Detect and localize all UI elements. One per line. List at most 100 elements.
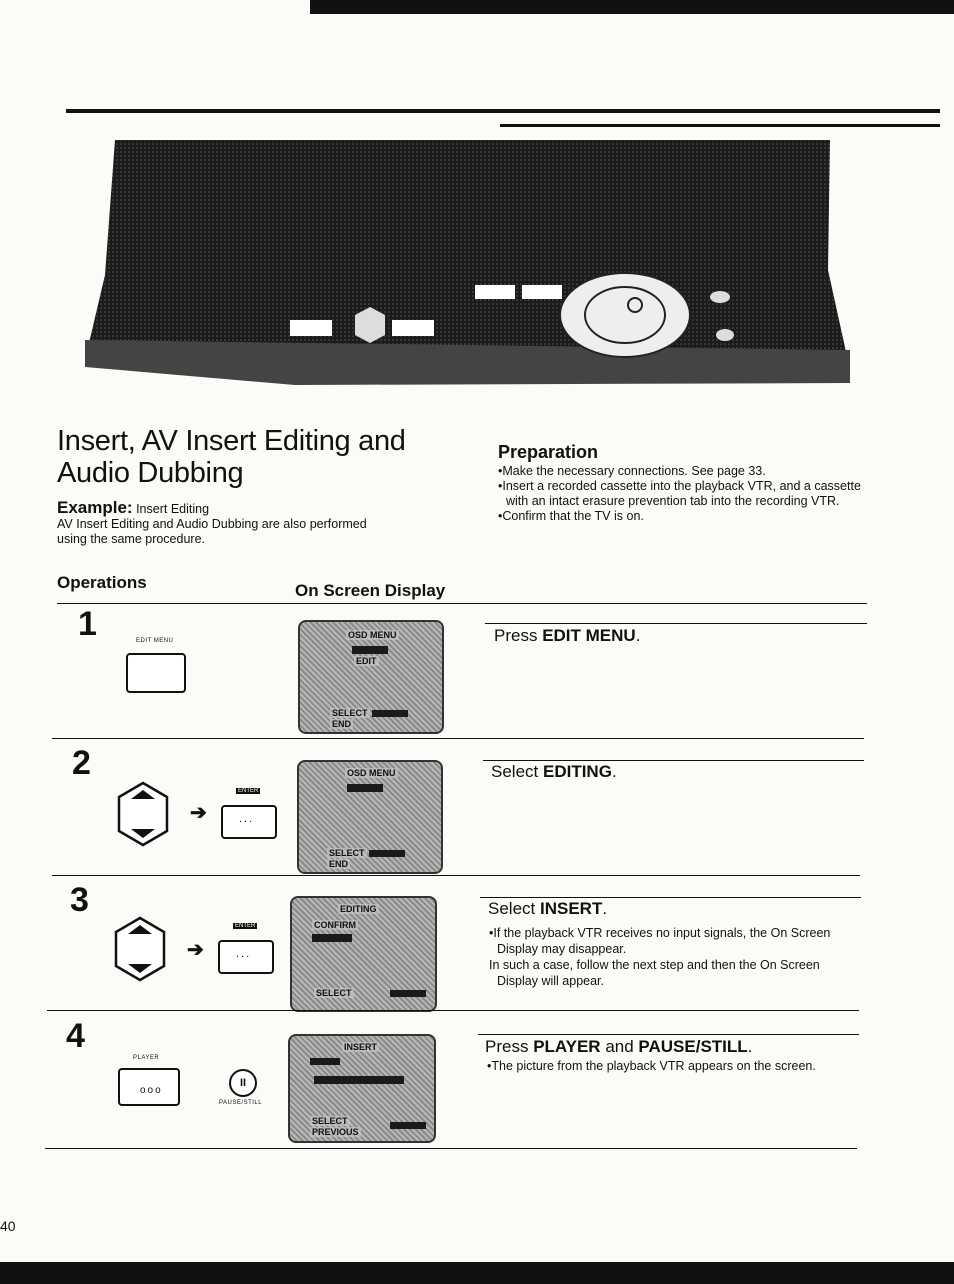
enter-button[interactable]: ... [221, 805, 277, 839]
osd-line: OSD MENU [345, 768, 398, 778]
step-1-number: 1 [78, 605, 97, 643]
instruction-key: INSERT [539, 899, 603, 918]
osd-line: END [330, 719, 354, 729]
columns-rule [57, 603, 867, 604]
pause-icon: II [239, 1077, 247, 1089]
instruction-text: Press [494, 626, 543, 645]
example-block: Example: Insert Editing AV Insert Editin… [57, 498, 457, 547]
note-item: •If the playback VTR receives no input s… [489, 926, 831, 956]
step-3-number: 3 [70, 881, 89, 919]
osd-highlight [312, 934, 352, 942]
osd-screen-step-2: OSD MENU SELECT END [297, 760, 443, 874]
step-divider [47, 1010, 859, 1011]
osd-line: SELECT [314, 988, 354, 998]
example-label: Example: [57, 498, 133, 517]
player-button-label: PLAYER [133, 1055, 160, 1061]
step-4-number: 4 [66, 1017, 85, 1055]
osd-highlight [310, 1058, 340, 1065]
enter-label: ENTER [236, 788, 261, 794]
osd-line: CONFIRM [312, 920, 358, 930]
step-4-notes: •The picture from the playback VTR appea… [487, 1058, 817, 1074]
step-2-number: 2 [72, 744, 91, 782]
player-dots: ooo [140, 1085, 163, 1096]
instruction-text: Select [491, 762, 543, 781]
enter-dots: ... [239, 813, 255, 825]
step-2-rule [483, 760, 864, 761]
osd-indicator [390, 990, 426, 997]
title-line-2: Audio Dubbing [57, 457, 244, 489]
instruction-key: EDIT MENU [542, 626, 636, 645]
pause-still-label: PAUSE/STILL [219, 1100, 263, 1106]
enter-button[interactable]: ... [218, 940, 274, 974]
step-4-rule [478, 1034, 859, 1035]
osd-line: OSD MENU [346, 630, 399, 640]
instruction-text: Press [485, 1037, 534, 1056]
step-2-instruction: Select EDITING. [491, 762, 617, 782]
osd-heading: On Screen Display [295, 581, 446, 600]
edit-menu-button[interactable] [126, 653, 186, 693]
example-value: Insert Editing [136, 502, 210, 516]
top-border [310, 0, 954, 14]
instruction-key: EDITING [542, 762, 612, 781]
pause-still-button[interactable]: II [229, 1069, 257, 1097]
arrow-right-icon: ➔ [187, 939, 204, 961]
step-3-rule [480, 897, 861, 898]
osd-highlight [352, 646, 388, 654]
instruction-text: . [747, 1037, 753, 1056]
instruction-key: PAUSE/STILL [638, 1037, 748, 1056]
osd-line: SELECT [310, 1116, 350, 1126]
bottom-border [0, 1262, 954, 1284]
preparation-item: •Make the necessary connections. See pag… [498, 464, 766, 478]
osd-line: EDIT [354, 656, 379, 666]
instruction-text: and [600, 1037, 639, 1056]
osd-screen-step-3: EDITING CONFIRM SELECT [290, 896, 437, 1012]
arrow-pad-icon[interactable] [114, 916, 166, 982]
osd-screen-step-1: OSD MENU EDIT SELECT END [298, 620, 444, 734]
page-number: 40 [0, 1218, 16, 1234]
page-title: Insert, AV Insert Editing and Audio Dubb… [57, 425, 437, 489]
step-3-notes: •If the playback VTR receives no input s… [489, 925, 839, 989]
player-button[interactable]: ooo [118, 1068, 180, 1106]
enter-label: ENTER [233, 923, 258, 929]
osd-line: EDITING [338, 904, 379, 914]
preparation-block: Preparation •Make the necessary connecti… [498, 442, 878, 524]
preparation-heading: Preparation [498, 442, 599, 462]
operations-heading: Operations [57, 573, 147, 592]
osd-highlight [314, 1076, 404, 1084]
header-rule-thin [500, 124, 940, 127]
osd-line: SELECT [327, 848, 367, 858]
arrow-right-icon: ➔ [190, 802, 207, 824]
osd-line: END [327, 859, 351, 869]
osd-line: PREVIOUS [310, 1127, 361, 1137]
edit-menu-button-label: EDIT MENU [136, 638, 174, 644]
vcr-front-panel-illustration [85, 140, 850, 385]
osd-indicator [369, 850, 405, 857]
step-3-instruction: Select INSERT. [488, 899, 607, 919]
example-line-3: using the same procedure. [57, 532, 206, 546]
step-1-instruction: Press EDIT MENU. [494, 626, 640, 646]
osd-line: SELECT [330, 708, 370, 718]
instruction-text: . [635, 626, 641, 645]
enter-dots: ... [236, 948, 252, 960]
osd-screen-step-4: INSERT SELECT PREVIOUS [288, 1034, 436, 1143]
note-item: •The picture from the playback VTR appea… [487, 1059, 816, 1073]
step-divider [52, 875, 860, 876]
title-line-1: Insert, AV Insert Editing and [57, 425, 406, 457]
step-4-instruction: Press PLAYER and PAUSE/STILL. [485, 1037, 752, 1057]
osd-indicator [390, 1122, 426, 1129]
instruction-text: Select [488, 899, 540, 918]
step-1-rule [485, 623, 867, 624]
osd-indicator [372, 710, 408, 717]
preparation-item: •Insert a recorded cassette into the pla… [498, 479, 861, 508]
osd-line: INSERT [342, 1042, 380, 1052]
step-divider [45, 1148, 857, 1149]
step-divider [52, 738, 864, 739]
instruction-key: PLAYER [533, 1037, 601, 1056]
osd-highlight [347, 784, 383, 792]
arrow-pad-icon[interactable] [117, 781, 169, 847]
note-item: In such a case, follow the next step and… [489, 958, 820, 988]
header-rule [66, 109, 940, 113]
instruction-text: . [602, 899, 608, 918]
preparation-item: •Confirm that the TV is on. [498, 509, 644, 523]
instruction-text: . [611, 762, 617, 781]
